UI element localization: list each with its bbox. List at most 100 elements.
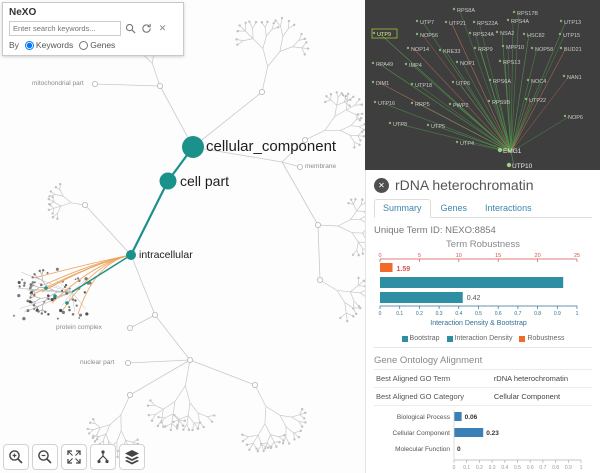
gene-label[interactable]: EMG1: [503, 148, 522, 155]
gene-label[interactable]: UTP9: [377, 32, 391, 38]
gene-label[interactable]: RRP9: [478, 47, 493, 53]
node-label-nuclear-part[interactable]: nuclear part: [80, 359, 115, 366]
term-title: rDNA heterochromatin: [395, 177, 534, 193]
gene-label[interactable]: RPS6A: [493, 79, 511, 85]
gene-label[interactable]: UTP13: [564, 20, 581, 26]
radio-genes[interactable]: Genes: [79, 40, 115, 50]
gene-label[interactable]: KRE33: [443, 49, 460, 55]
search-icon[interactable]: [124, 22, 137, 35]
gene-label[interactable]: RPA49: [376, 62, 393, 68]
gene-label[interactable]: HSC82: [527, 33, 545, 39]
close-search-icon[interactable]: ✕: [158, 23, 167, 33]
expand-icon: [67, 450, 81, 464]
gene-label[interactable]: NOP58: [535, 47, 553, 53]
svg-text:Interaction Density & Bootstra: Interaction Density & Bootstrap: [430, 320, 527, 327]
gene-label[interactable]: UTP10: [512, 163, 533, 170]
svg-text:1: 1: [576, 311, 579, 317]
radio-keywords-input[interactable]: [24, 40, 34, 50]
gene-label[interactable]: NOP6: [568, 115, 583, 121]
robustness-section-title: Term Robustness: [446, 239, 520, 250]
svg-text:0.23: 0.23: [486, 430, 499, 437]
svg-text:Biological Process: Biological Process: [397, 414, 451, 421]
gene-label[interactable]: PWP2: [453, 103, 469, 109]
reset-icon[interactable]: [140, 22, 153, 35]
node-label-mitochondrial-part[interactable]: mitochondrial part: [32, 80, 84, 87]
node-label-membrane[interactable]: membrane: [305, 163, 337, 170]
zoom-in-button[interactable]: [3, 444, 29, 470]
node-label-intracellular[interactable]: intracellular: [139, 249, 193, 261]
gene-label[interactable]: MPP10: [506, 45, 524, 51]
svg-text:0.42: 0.42: [467, 295, 481, 302]
tab-genes[interactable]: Genes: [440, 203, 468, 213]
gene-label[interactable]: RPS22A: [477, 21, 498, 27]
svg-text:Molecular Function: Molecular Function: [395, 446, 450, 453]
fit-view-button[interactable]: [61, 444, 87, 470]
gene-label[interactable]: UTP16: [378, 101, 395, 107]
gene-label[interactable]: UTP7: [420, 20, 434, 26]
search-input[interactable]: [9, 21, 121, 36]
gene-label[interactable]: IMP4: [409, 63, 422, 69]
gene-label[interactable]: NSA2: [500, 31, 514, 37]
svg-text:0.6: 0.6: [495, 311, 502, 317]
gene-label[interactable]: NOP14: [411, 47, 429, 53]
gene-label[interactable]: UTP4: [460, 141, 474, 147]
svg-text:0.7: 0.7: [514, 311, 521, 317]
gene-label[interactable]: UTP18: [415, 83, 432, 89]
svg-text:25: 25: [574, 253, 580, 259]
hierarchy-icon: [97, 450, 109, 464]
svg-text:0.2: 0.2: [476, 465, 483, 470]
gene-label[interactable]: RPS17B: [517, 11, 538, 17]
gene-label[interactable]: RRP5: [415, 102, 430, 108]
hierarchy-layout-button[interactable]: [90, 444, 116, 470]
gene-label[interactable]: BUD21: [564, 47, 582, 53]
node-label-protein-complex[interactable]: protein complex: [56, 324, 102, 331]
table-row: Best Aligned GO Term rDNA heterochromati…: [374, 369, 592, 388]
tab-interactions[interactable]: Interactions: [485, 203, 532, 213]
legend-item: Bootstrap: [401, 335, 440, 342]
radio-keywords[interactable]: Keywords: [24, 40, 73, 50]
tab-summary[interactable]: Summary: [374, 199, 431, 218]
go-category-value: Cellular Component: [491, 387, 592, 406]
go-category-key: Best Aligned GO Category: [374, 387, 492, 406]
close-icon[interactable]: ✕: [374, 177, 389, 193]
canvas-toolbar: [3, 444, 145, 470]
gene-label[interactable]: RPS9B: [492, 100, 510, 106]
layers-button[interactable]: [119, 444, 145, 470]
gene-label[interactable]: RPS4A: [511, 19, 529, 25]
gene-label[interactable]: NOC4: [531, 79, 546, 85]
gene-label[interactable]: NOP56: [420, 33, 438, 39]
gene-label[interactable]: RPS8A: [457, 8, 475, 14]
search-by-label: By: [9, 40, 19, 50]
ontology-tree-graphic[interactable]: [0, 0, 365, 473]
gene-label[interactable]: UTP5: [431, 124, 445, 130]
svg-text:15: 15: [495, 253, 501, 259]
gene-label[interactable]: RPS24A: [473, 32, 494, 38]
gene-label[interactable]: NOP1: [460, 61, 475, 67]
gene-label[interactable]: UTP21: [449, 21, 466, 27]
svg-text:0: 0: [378, 253, 381, 259]
svg-text:0.1: 0.1: [463, 465, 470, 470]
gene-label[interactable]: UTP8: [393, 122, 407, 128]
app-title: NeXO: [9, 7, 37, 18]
unique-term-id: Unique Term ID: NEXO:8854: [374, 225, 496, 236]
gene-label[interactable]: UTP15: [563, 33, 580, 39]
gene-label[interactable]: RPS13: [503, 60, 520, 66]
svg-text:0.4: 0.4: [455, 311, 462, 317]
ontology-canvas[interactable]: cellular_component cell part intracellul…: [0, 0, 365, 473]
node-label-cell-part[interactable]: cell part: [180, 173, 230, 189]
gene-network-graphic[interactable]: RPS8A RPS17B UTP7 UTP21 RPS22A RPS4A UTP13UTP9…: [365, 0, 600, 170]
gene-label[interactable]: UTP22: [529, 98, 546, 104]
zoom-out-button[interactable]: [32, 444, 58, 470]
node-label-cellular-component[interactable]: cellular_component: [206, 138, 337, 155]
gene-label[interactable]: DIM1: [376, 81, 389, 87]
svg-text:1: 1: [580, 465, 583, 470]
gene-label[interactable]: UTP6: [456, 81, 470, 87]
radio-genes-input[interactable]: [79, 40, 89, 50]
svg-text:1.59: 1.59: [397, 266, 411, 273]
legend-item: Robustness: [519, 335, 564, 342]
gene-label[interactable]: NAN1: [567, 75, 582, 81]
magnifier-minus-icon: [38, 450, 52, 464]
